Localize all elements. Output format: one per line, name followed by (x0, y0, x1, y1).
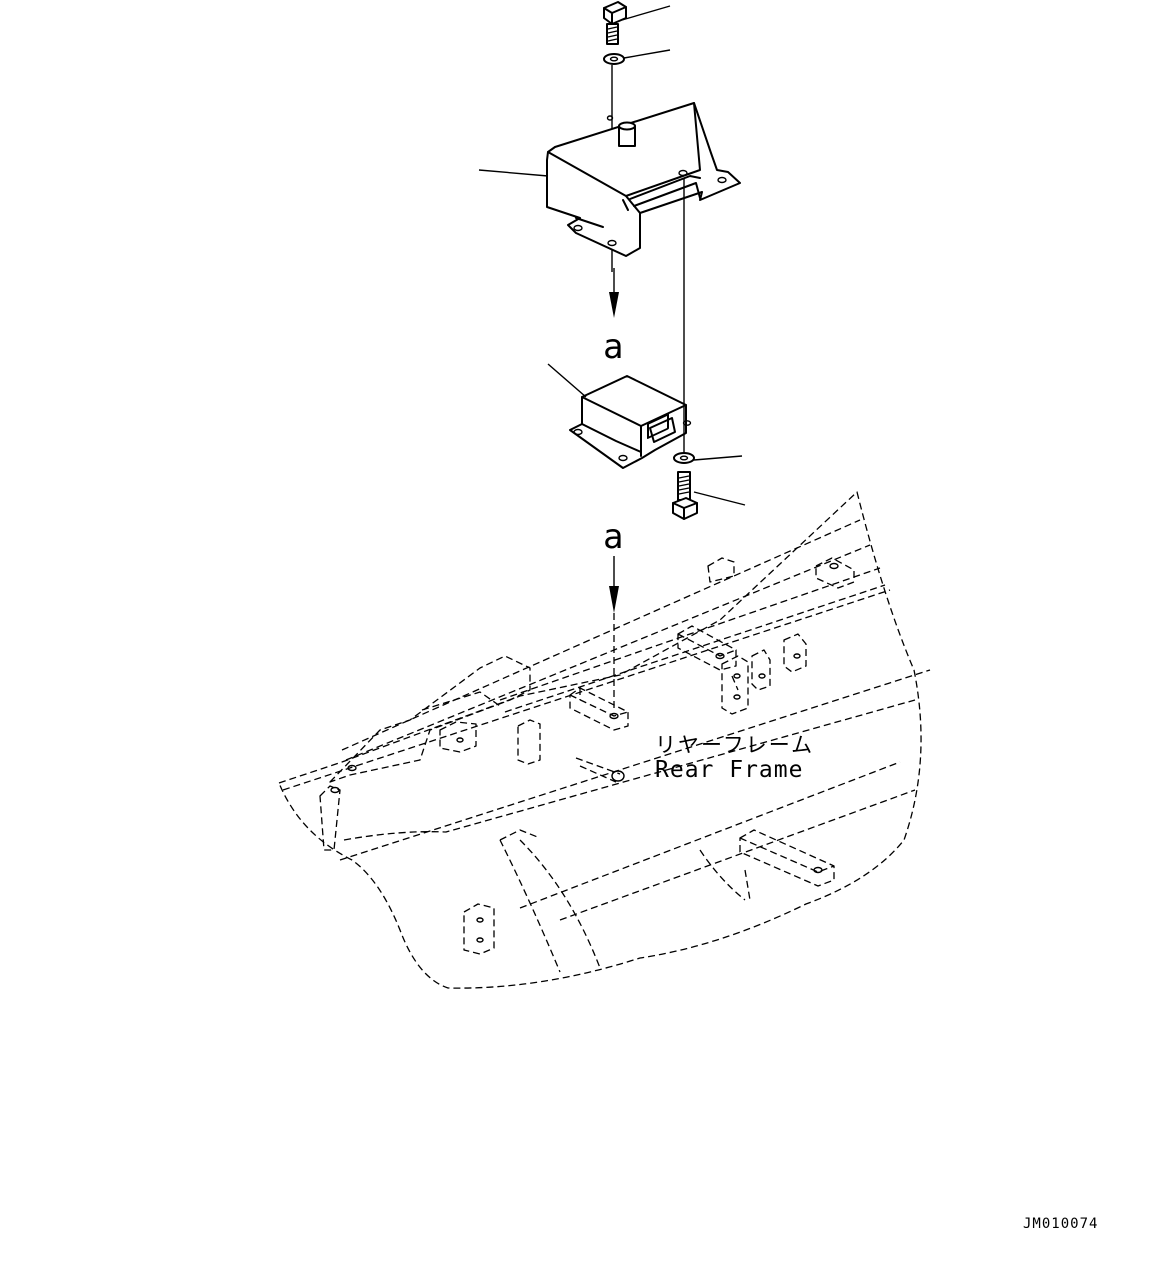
frame-label-en: Rear Frame (655, 757, 803, 783)
controller-box (569, 375, 692, 469)
bracket (546, 102, 741, 257)
bottom-bolt-leader (693, 491, 746, 506)
controller-leader (547, 363, 587, 398)
bottom-washer (673, 452, 695, 464)
bottom-bolt (672, 471, 698, 520)
rear-frame (278, 491, 931, 989)
frame-label-jp: リヤーフレーム (655, 733, 814, 757)
top-washer (603, 53, 625, 65)
callout-label-upper: a (603, 327, 623, 367)
bottom-washer-leader (693, 455, 743, 461)
top-bolt (603, 1, 627, 45)
drawing-code: JM010074 (1023, 1216, 1098, 1232)
bracket-leader (478, 169, 549, 177)
top-washer-leader (623, 49, 671, 59)
arrow-to-frame (609, 556, 619, 712)
callout-label-lower: a (603, 517, 623, 557)
top-bolt-leader (621, 5, 671, 21)
arrow-to-callout-upper (609, 268, 619, 318)
